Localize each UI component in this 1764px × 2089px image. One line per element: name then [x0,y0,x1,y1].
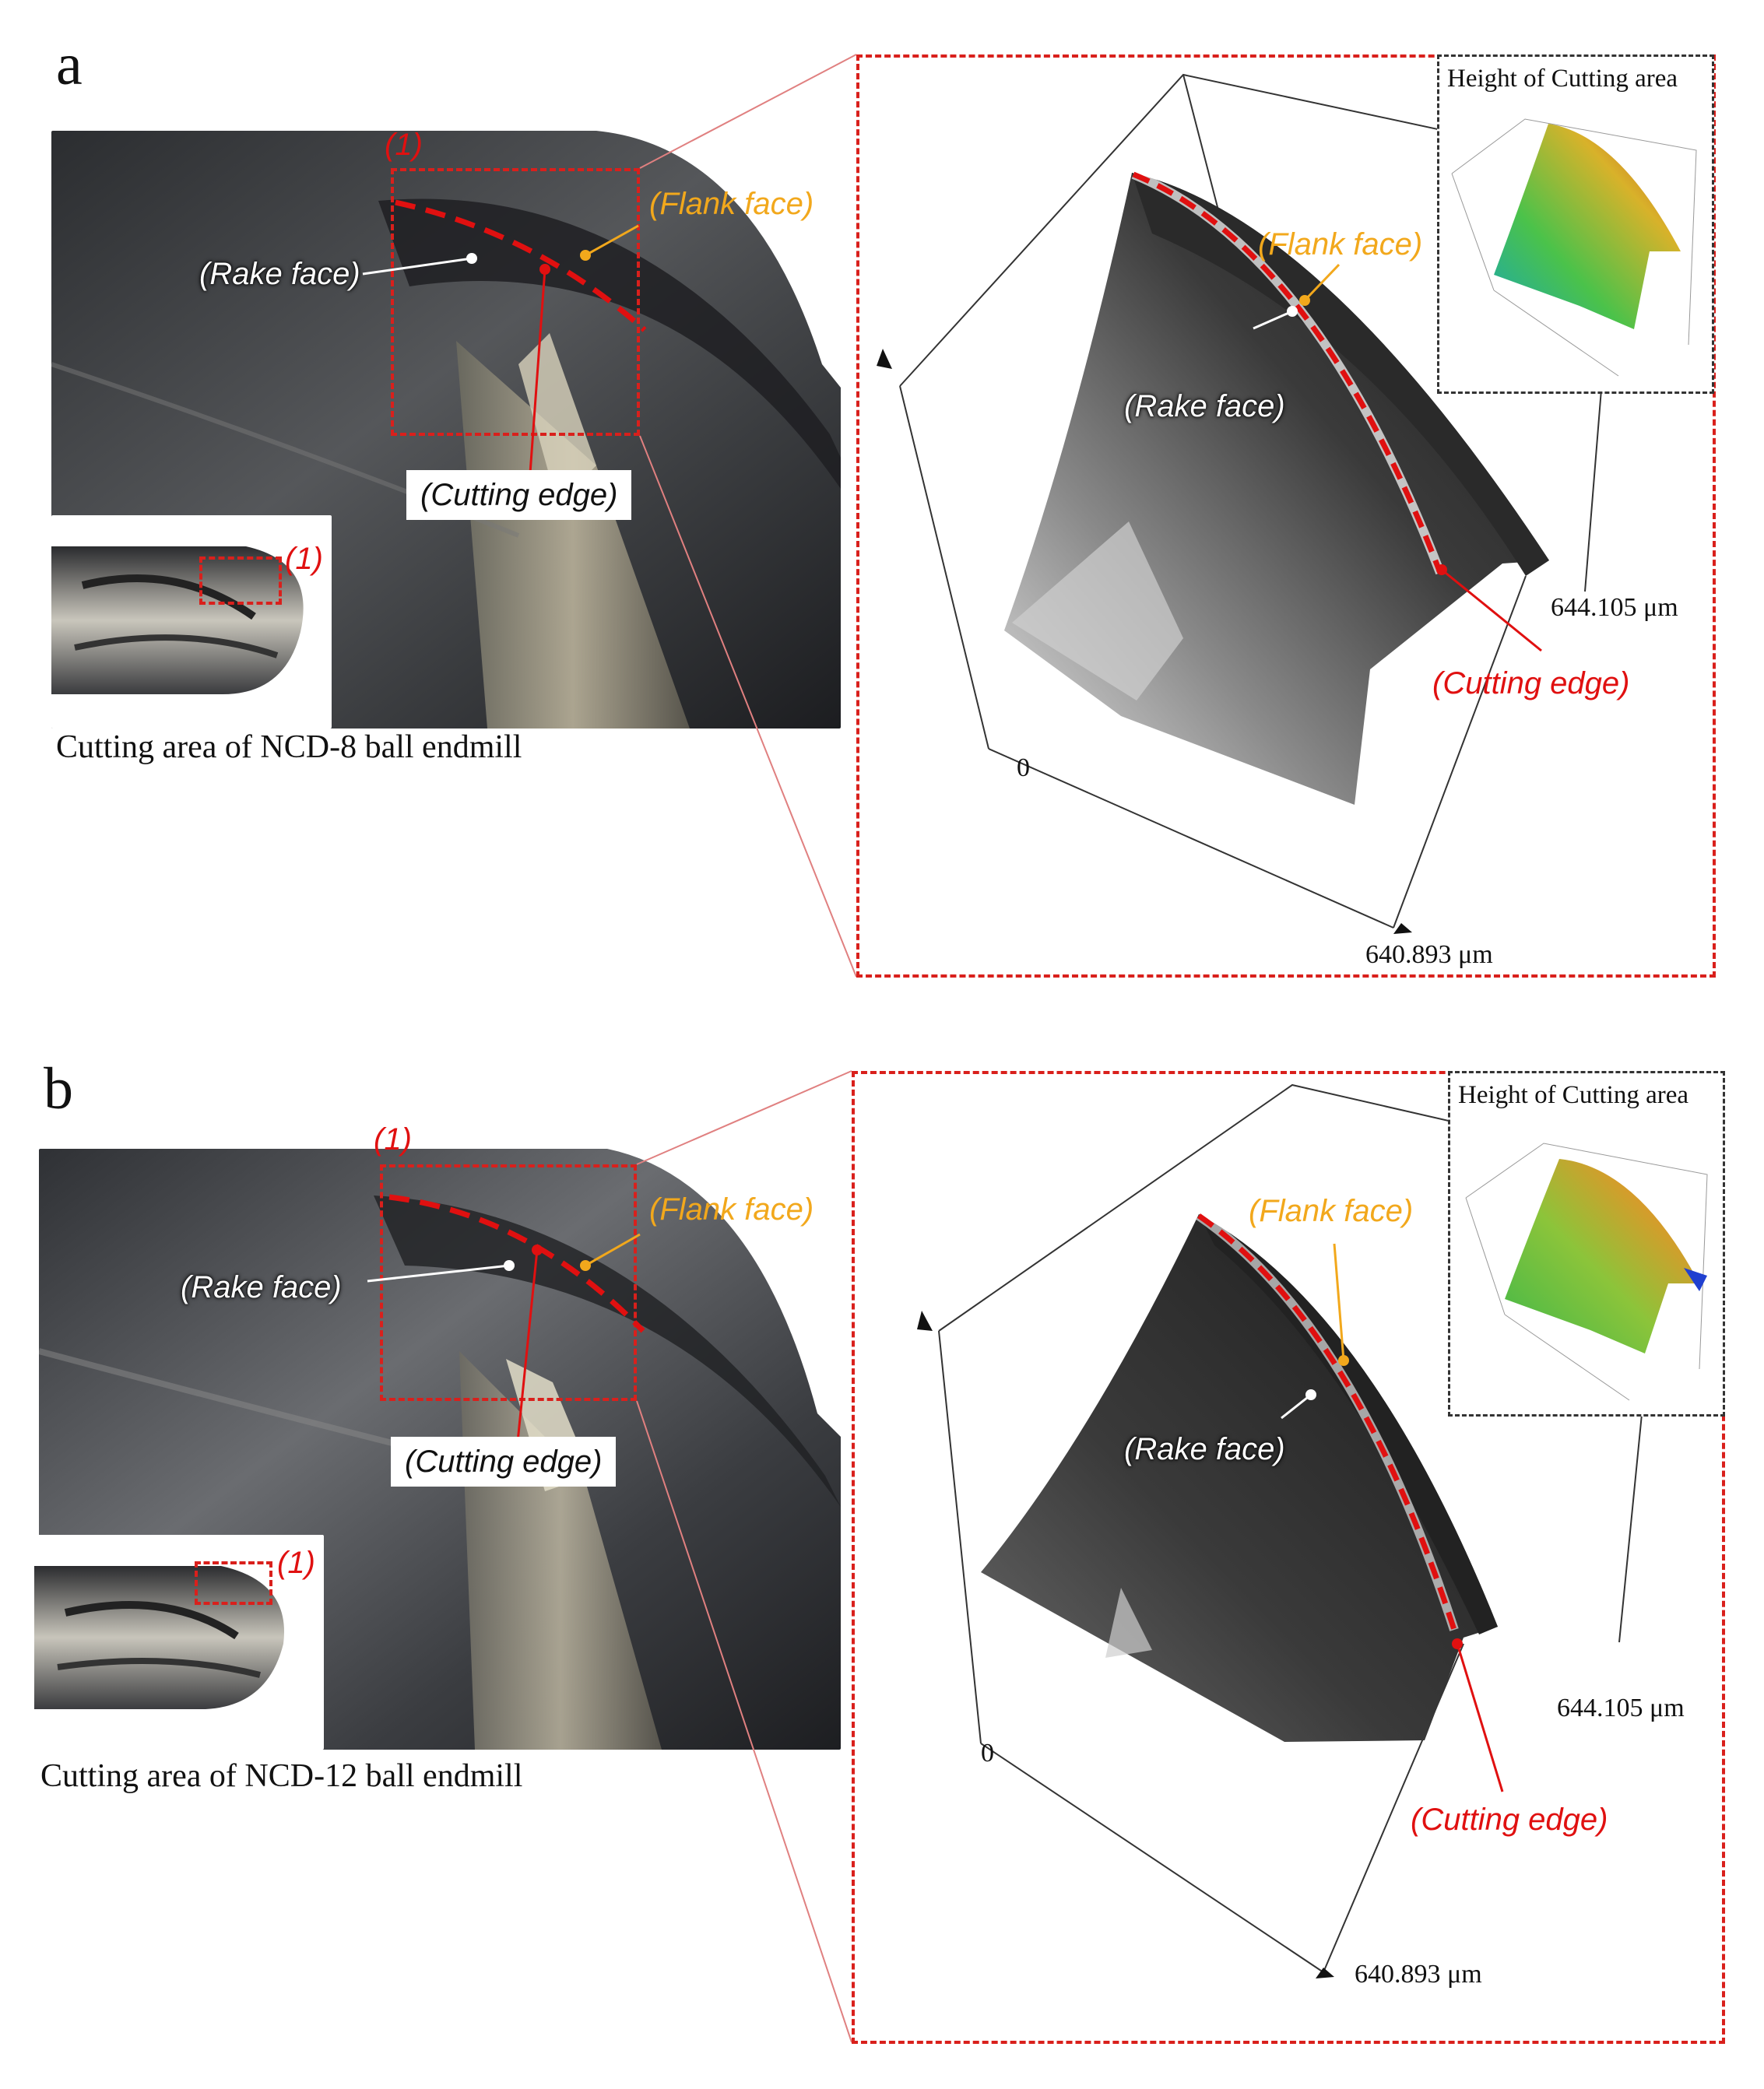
photo-rake-face-label: (Rake face) [181,1270,342,1304]
surface-cutting-edge-label: (Cutting edge) [1411,1803,1608,1837]
photo-cutting-edge-label: (Cutting edge) [391,1437,617,1487]
axis-z-extent-label: 644.105 μm [1557,1694,1685,1722]
photo-flank-face-label: (Flank face) [649,1192,814,1227]
region-1-mark: (1) [374,1122,412,1157]
surface-rake-face-label: (Rake face) [1124,1432,1285,1466]
photo-rake-face-label: (Rake face) [199,257,360,291]
region-1-mark: (1) [385,128,423,162]
axis-z-extent-label: 644.105 μm [1551,593,1678,622]
axis-x-extent-label: 640.893 μm [1365,940,1493,969]
panel-letter: b [44,1056,73,1122]
figure-caption: Cutting area of NCD-12 ball endmill [40,1758,523,1794]
surface-cutting-edge-label: (Cutting edge) [1432,666,1630,700]
height-map-title: Height of Cutting area [1458,1081,1689,1109]
height-map-title: Height of Cutting area [1447,65,1678,93]
axis-x-extent-label: 640.893 μm [1355,1960,1482,1989]
overview-region-box [195,1561,272,1605]
zoomed-region-frame [856,54,1716,978]
photo-cutting-edge-label: (Cutting edge) [406,470,632,520]
height-map-inset: Height of Cutting area [1437,54,1714,394]
region-1-box [391,168,640,436]
photo-flank-face-label: (Flank face) [649,187,814,221]
overview-region-box [199,556,282,605]
axis-origin-label: 0 [981,1739,994,1768]
surface-flank-face-label: (Flank face) [1258,227,1423,262]
figure-caption: Cutting area of NCD-8 ball endmill [56,729,522,765]
overview-region-mark: (1) [285,542,323,576]
panel-letter: a [56,32,83,97]
surface-flank-face-label: (Flank face) [1249,1194,1414,1228]
zoomed-region-frame [852,1071,1725,2044]
overview-region-mark: (1) [277,1546,315,1580]
endmill-overview-inset [51,515,332,729]
axis-origin-label: 0 [1017,753,1030,782]
region-1-box [380,1164,637,1401]
height-map-inset: Height of Cutting area [1448,1071,1725,1417]
surface-rake-face-label: (Rake face) [1124,389,1285,423]
